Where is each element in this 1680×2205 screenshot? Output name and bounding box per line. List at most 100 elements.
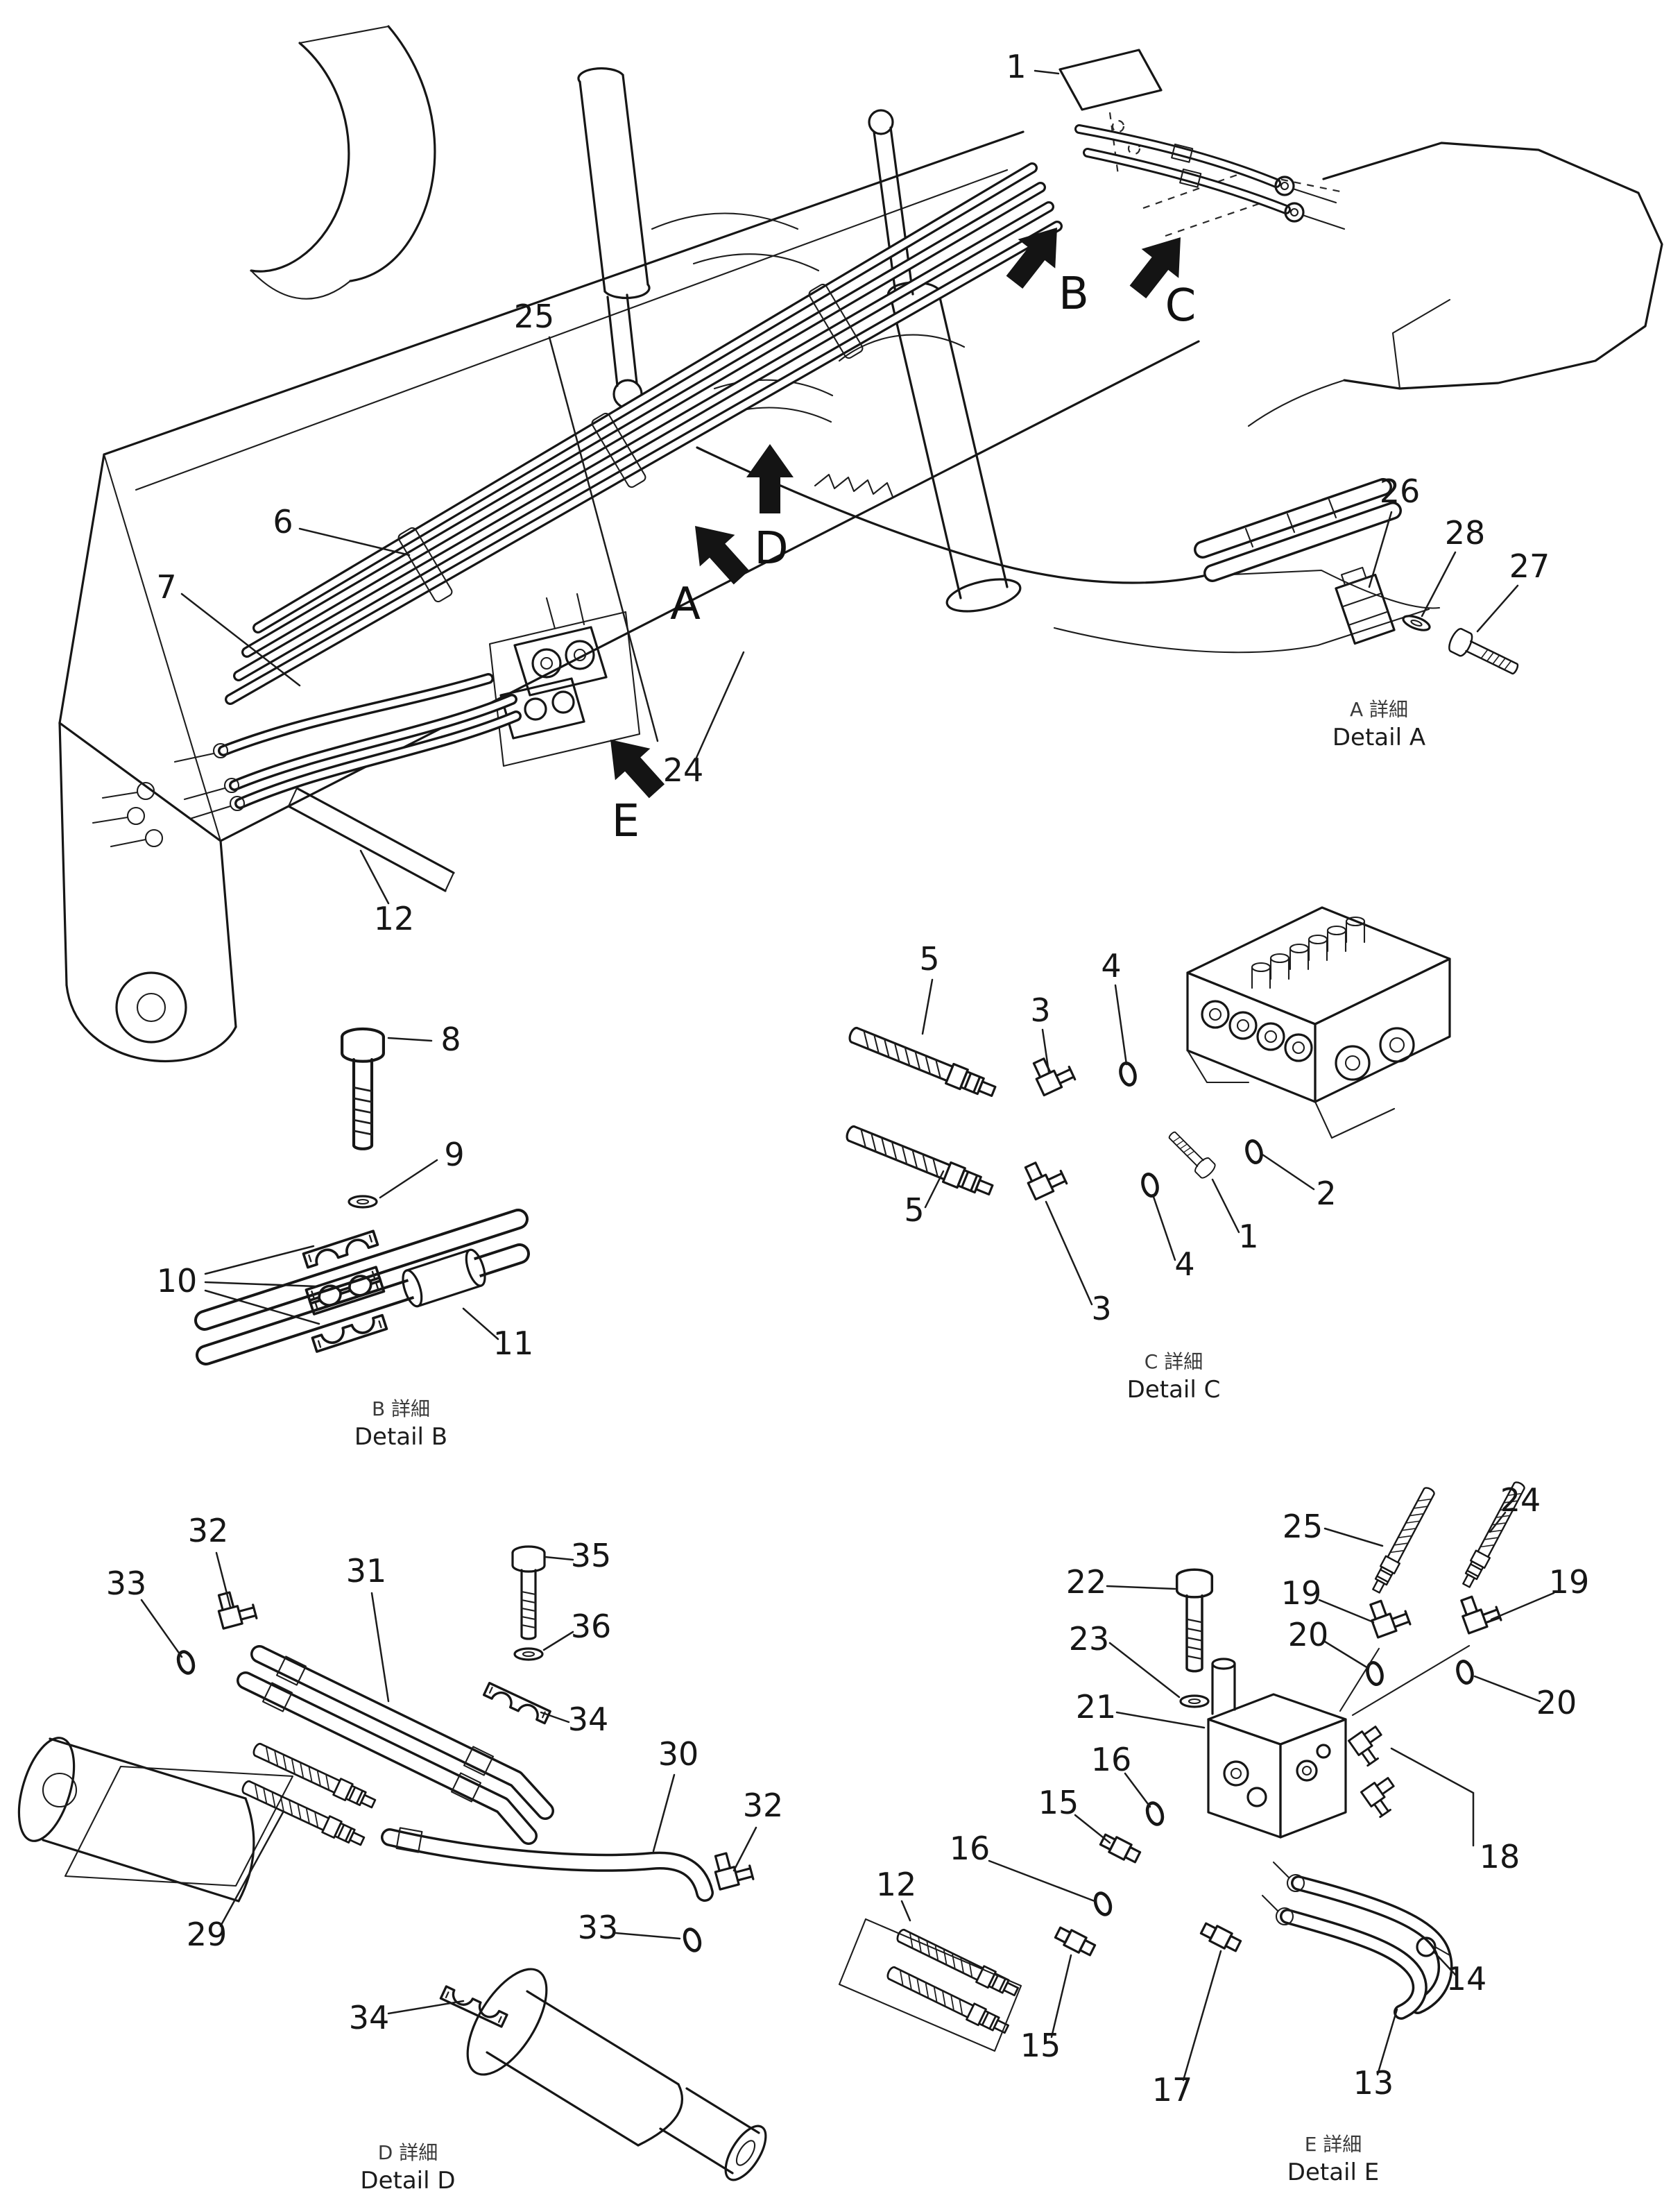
callout-17: 17 — [1152, 2071, 1193, 2109]
part-nipple-17 — [1199, 1919, 1243, 1955]
part-manifold-21 — [1207, 1658, 1347, 1839]
callout-20b: 20 — [1536, 1684, 1577, 1721]
part-oring-33b — [682, 1927, 703, 1953]
part-elbow-19b — [1456, 1589, 1503, 1635]
detail-d-title-en: Detail D — [360, 2167, 455, 2195]
callout-15b: 15 — [1020, 2027, 1061, 2064]
part-bolt-35 — [511, 1545, 546, 1640]
callout-15a: 15 — [1038, 1784, 1079, 1821]
part-hose-5b — [843, 1121, 996, 1201]
view-letter-b: B — [1058, 269, 1089, 320]
detail-a-title-jp: A 詳細 — [1350, 698, 1408, 721]
callout-30: 30 — [658, 1735, 699, 1773]
callout-22: 22 — [1066, 1563, 1107, 1601]
callout-21: 21 — [1076, 1688, 1117, 1726]
detail-e-view: 25 24 22 19 19 23 20 20 21 16 15 16 12 1… — [838, 1479, 1589, 2186]
detail-d-view: 33 32 31 35 36 34 30 32 33 29 34 D 詳細 De… — [17, 1512, 783, 2195]
callout-23: 23 — [1069, 1620, 1110, 1658]
valve-top-ports — [1251, 916, 1366, 989]
callout-3a: 3 — [1030, 991, 1050, 1029]
part-bolt-27 — [1445, 626, 1523, 682]
foot-hoses — [92, 673, 522, 848]
part-oring-20b — [1455, 1660, 1475, 1685]
callout-31: 31 — [346, 1552, 387, 1590]
part-hose-12a — [893, 1925, 1021, 2001]
callout-16a: 16 — [1091, 1741, 1132, 1778]
part-tube-30 — [381, 1827, 714, 1902]
control-valve-block — [1186, 906, 1451, 1139]
callout-12e: 12 — [876, 1866, 917, 1903]
callout-36: 36 — [571, 1608, 612, 1645]
callout-6: 6 — [273, 503, 293, 540]
part-elbow-18b — [1360, 1773, 1405, 1819]
part-tubes-13 — [1261, 1861, 1453, 2020]
part-elbow-3a — [1029, 1049, 1077, 1097]
part-oring-4a — [1118, 1062, 1138, 1087]
boom-cylinder — [577, 67, 651, 409]
arm-top-structure — [250, 25, 820, 300]
detail-b-title-en: Detail B — [354, 1423, 447, 1451]
part-oring-16b — [1092, 1891, 1113, 1917]
callout-20a: 20 — [1288, 1616, 1329, 1653]
detail-b-title-jp: B 詳細 — [372, 1397, 430, 1420]
callout-34b: 34 — [349, 1999, 390, 2036]
callout-11: 11 — [493, 1325, 534, 1362]
part-elbow-18a — [1348, 1722, 1393, 1768]
view-arrow-e-icon — [592, 724, 675, 808]
part-elbow-19a — [1365, 1593, 1412, 1639]
view-letter-c: C — [1165, 280, 1197, 332]
part-elbow-32b — [710, 1847, 755, 1891]
callout-35: 35 — [571, 1537, 612, 1574]
callout-12: 12 — [374, 900, 415, 937]
part-tube-31 — [237, 1645, 554, 1845]
callout-32a: 32 — [188, 1512, 229, 1549]
valve-cluster — [488, 593, 641, 767]
callout-34a: 34 — [568, 1701, 609, 1738]
main-leaders — [180, 69, 1060, 905]
callout-24: 24 — [663, 751, 704, 789]
callout-27: 27 — [1509, 547, 1550, 585]
detail-a-leaders — [1368, 511, 1519, 633]
part-hose-29a — [250, 1739, 379, 1813]
part-clamp-34a — [482, 1682, 551, 1725]
callout-14: 14 — [1446, 1960, 1487, 1998]
callout-33a: 33 — [106, 1565, 147, 1602]
machine-body-outline — [1111, 119, 1663, 427]
part-nipple-15a — [1098, 1830, 1142, 1866]
callout-29: 29 — [187, 1916, 228, 1953]
clamp-bar — [287, 787, 455, 892]
flat-bar-plate — [64, 1765, 294, 1887]
callout-13: 13 — [1353, 2064, 1394, 2102]
detail-c-view: 5 3 4 2 1 4 3 5 C 詳細 Detail C — [843, 906, 1451, 1404]
detail-e-leaders — [900, 1511, 1555, 2081]
part-oring-4b — [1140, 1173, 1160, 1198]
callout-3b: 3 — [1091, 1290, 1111, 1327]
part-clamp-34b — [439, 1985, 508, 2028]
callout-2: 2 — [1316, 1175, 1336, 1212]
callout-8: 8 — [440, 1021, 461, 1058]
callout-24e: 24 — [1500, 1481, 1541, 1519]
view-arrows: B C D A E — [592, 213, 1199, 847]
detail-c-leaders — [921, 978, 1315, 1306]
callout-25e: 25 — [1283, 1508, 1323, 1545]
boom-piping — [225, 162, 1063, 705]
detail-e-title-jp: E 詳細 — [1305, 2133, 1362, 2156]
callout-4b: 4 — [1174, 1245, 1194, 1283]
part-bolt-22 — [1175, 1568, 1214, 1673]
cylinder-tube-lower — [466, 1968, 767, 2181]
bracket-12 — [838, 1918, 1022, 2052]
part-washer-9 — [348, 1195, 378, 1209]
detail-c-title-jp: C 詳細 — [1145, 1350, 1203, 1373]
detail-a-view: 26 28 27 A 詳細 Detail A — [1194, 472, 1550, 751]
callout-9: 9 — [444, 1136, 464, 1173]
part-sleeve-11 — [402, 1248, 486, 1308]
callout-5a: 5 — [919, 940, 939, 978]
callout-1b: 1 — [1238, 1218, 1258, 1255]
callout-33b: 33 — [578, 1909, 619, 1946]
part-plug-14 — [1416, 1936, 1451, 1957]
view-arrow-d-icon — [746, 444, 794, 513]
center-machinery — [696, 334, 1441, 654]
part-washer-23 — [1179, 1694, 1210, 1708]
callout-25: 25 — [514, 298, 555, 335]
